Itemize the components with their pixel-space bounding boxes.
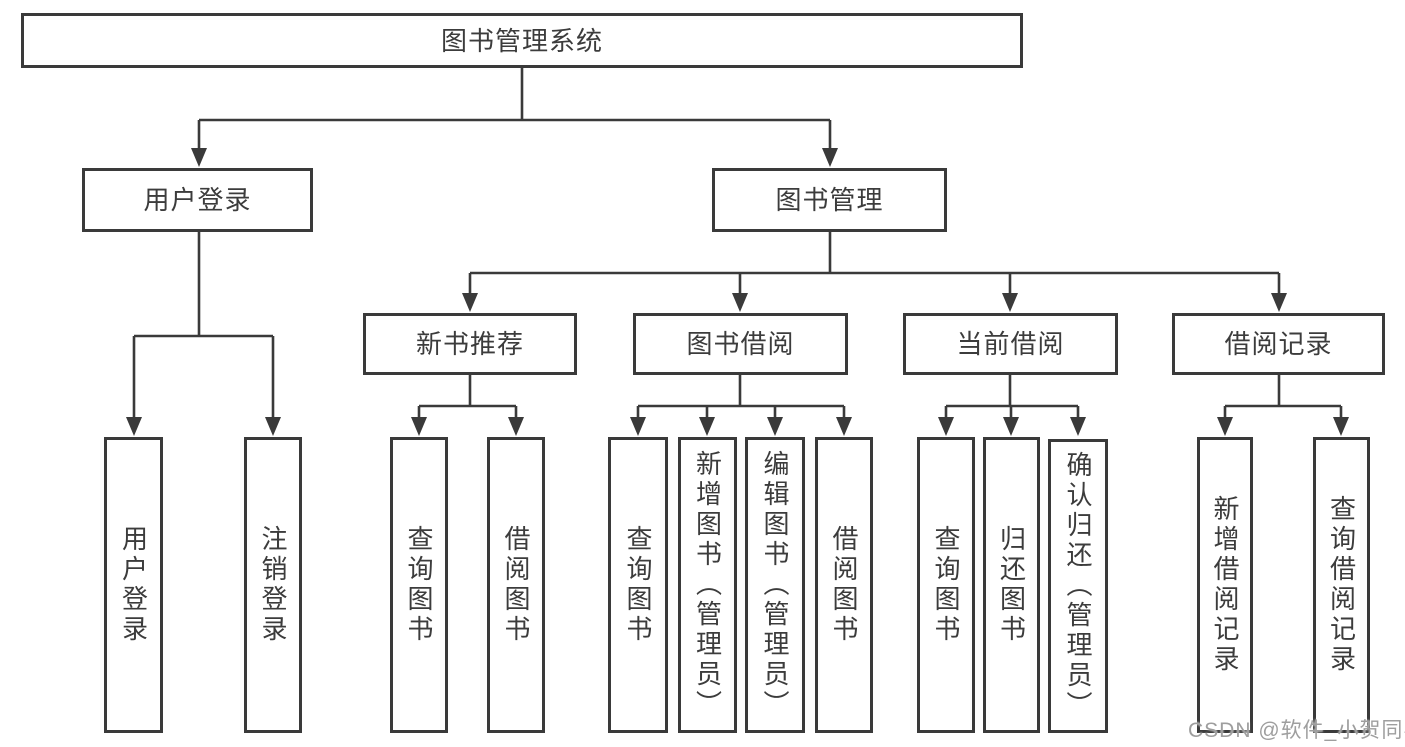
arrowhead-icon: [126, 417, 142, 436]
leaf-user-login: 用户登录: [104, 437, 163, 733]
leaf-add-borrow-record: 新增借阅记录: [1197, 437, 1253, 733]
leaf-logout: 注销登录: [244, 437, 302, 733]
arrowhead-icon: [938, 417, 954, 436]
arrowhead-icon: [1271, 293, 1287, 312]
arrowhead-icon: [508, 417, 524, 436]
node-new-book-recommend: 新书推荐: [363, 313, 577, 375]
arrowhead-icon: [1217, 417, 1233, 436]
leaf-return-book: 归还图书: [983, 437, 1040, 733]
leaf-confirm-return-admin: 确认归还（管理员）: [1048, 439, 1108, 733]
leaf-borrow-books-1: 借阅图书: [487, 437, 545, 733]
arrowhead-icon: [822, 148, 838, 167]
connector-line-group: [132, 68, 1343, 418]
node-library-management-system: 图书管理系统: [21, 13, 1023, 68]
node-user-login: 用户登录: [82, 168, 313, 232]
arrowhead-icon: [191, 148, 207, 167]
arrowhead-icon: [1070, 417, 1086, 436]
leaf-query-borrow-record: 查询借阅记录: [1313, 437, 1370, 733]
node-borrow-records: 借阅记录: [1172, 313, 1385, 375]
arrowhead-icon: [732, 293, 748, 312]
leaf-borrow-books-2: 借阅图书: [815, 437, 873, 733]
node-book-management: 图书管理: [712, 168, 947, 232]
arrowhead-icon: [265, 417, 281, 436]
arrowhead-icon: [836, 417, 852, 436]
arrowhead-icon: [1002, 293, 1018, 312]
arrowhead-group: [126, 148, 1349, 436]
node-book-borrow: 图书借阅: [633, 313, 848, 375]
leaf-query-books-1: 查询图书: [390, 437, 448, 733]
arrowhead-icon: [699, 417, 715, 436]
arrowhead-icon: [1003, 417, 1019, 436]
node-current-borrow: 当前借阅: [903, 313, 1118, 375]
arrowhead-icon: [411, 417, 427, 436]
leaf-add-book-admin: 新增图书（管理员）: [678, 437, 737, 733]
arrowhead-icon: [767, 417, 783, 436]
arrowhead-icon: [462, 293, 478, 312]
arrowhead-icon: [630, 417, 646, 436]
csdn-watermark: CSDN @软件_小贺同学: [1188, 719, 1405, 742]
leaf-edit-book-admin: 编辑图书（管理员）: [745, 437, 805, 733]
arrowhead-icon: [1333, 417, 1349, 436]
leaf-query-books-2: 查询图书: [608, 437, 668, 733]
leaf-query-books-3: 查询图书: [917, 437, 975, 733]
